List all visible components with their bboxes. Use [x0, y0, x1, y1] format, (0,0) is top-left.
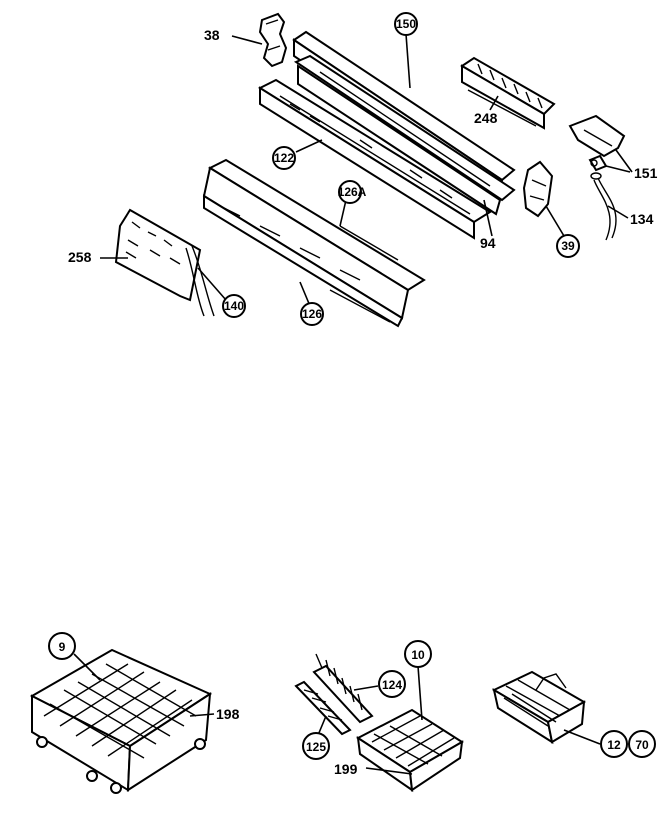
callout-circle-70: [628, 730, 656, 758]
callout-circle-9: [48, 632, 76, 660]
part-124-tines: [312, 653, 374, 724]
callout-circle-124: [378, 670, 406, 698]
part-248-connector: [460, 56, 556, 130]
label-122: 122: [274, 151, 294, 165]
part-12-basket: [491, 670, 587, 745]
part-151-switch: [568, 114, 626, 172]
label-124: 124: [382, 678, 402, 692]
callout-circle-122: [272, 146, 296, 170]
callout-circle-126: [300, 302, 324, 326]
label-151: 151: [634, 165, 658, 181]
part-125-tines: [294, 680, 352, 736]
callout-circle-150: [394, 12, 418, 36]
label-140: 140: [224, 299, 244, 313]
label-70: 70: [635, 738, 649, 752]
label-258: 258: [68, 249, 92, 265]
label-10: 10: [411, 648, 425, 662]
part-122-panel: [257, 78, 492, 240]
label-38: 38: [204, 27, 220, 43]
label-126: 126: [302, 307, 322, 321]
label-12: 12: [607, 738, 621, 752]
part-150-rail: [292, 30, 516, 216]
part-9-lower-rack: [29, 648, 213, 794]
label-39: 39: [561, 239, 575, 253]
callout-circle-10: [404, 640, 432, 668]
part-258-board: [114, 208, 202, 302]
label-125: 125: [306, 740, 326, 754]
callout-circle-126a: [338, 180, 362, 204]
part-10-rack-section: [356, 708, 464, 793]
label-134: 134: [630, 211, 654, 227]
label-248: 248: [474, 110, 498, 126]
label-94: 94: [480, 235, 496, 251]
callout-circle-12: [600, 730, 628, 758]
label-199: 199: [334, 761, 358, 777]
part-134-wire: [590, 172, 617, 241]
part-38-bracket: [258, 12, 288, 68]
callout-circle-39: [556, 234, 580, 258]
label-126a: 126A: [338, 185, 367, 199]
label-9: 9: [59, 640, 66, 654]
part-39-bracket: [522, 160, 554, 218]
part-126-console: [202, 158, 426, 328]
part-140-wires: [185, 245, 215, 317]
callout-circle-140: [222, 294, 246, 318]
label-150: 150: [396, 17, 416, 31]
label-198: 198: [216, 706, 240, 722]
callout-circle-125: [302, 732, 330, 760]
